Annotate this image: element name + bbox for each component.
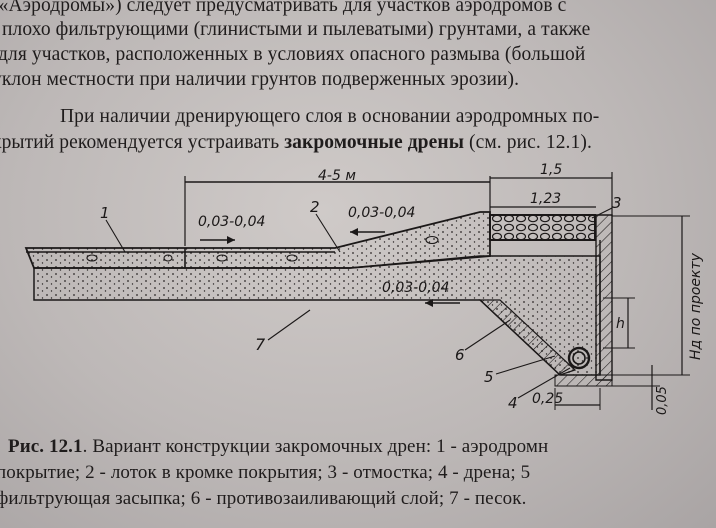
dim-width-label: 4-5 м <box>318 168 356 184</box>
h-label: h <box>616 316 625 332</box>
label-2: 2 <box>310 198 320 216</box>
text-line-3: для участков, расположенных в условиях о… <box>0 44 586 65</box>
paragraph2-bold-term: закромочные дрены <box>284 132 465 153</box>
dim-right-inner-label: 1,23 <box>530 191 561 207</box>
paragraph2-line-1: При наличии дренирующего слоя в основани… <box>60 106 600 127</box>
drain-diagram: 4-5 м 1,5 1,23 0,03-0,04 0,03-0,04 0,03-… <box>24 162 704 415</box>
drain-depth-label: 0,05 <box>655 386 670 415</box>
slope-label-2: 0,03-0,04 <box>348 205 415 221</box>
text-line-2: плохо фильтрующими (глинистыми и пылеват… <box>2 19 591 40</box>
figure-caption-line-3: фильтрующая засыпка; 6 - противозаиливаю… <box>0 488 527 509</box>
figure-caption-line-1: Рис. 12.1. Вариант конструкции закромочн… <box>8 436 548 458</box>
blind-area <box>489 214 596 241</box>
depth-label: Hд по проекту <box>688 252 704 360</box>
drain-pipe <box>567 346 591 370</box>
label-4: 4 <box>508 394 518 412</box>
figure-caption-number: Рис. 12.1 <box>8 436 83 457</box>
label-7: 7 <box>255 335 266 354</box>
drain-width-label: 0,25 <box>532 391 563 407</box>
label-3: 3 <box>612 194 622 212</box>
paragraph2-text-start: крытий рекомендуется устраивать <box>0 132 285 153</box>
label-1: 1 <box>100 204 110 222</box>
dim-right-top-label: 1,5 <box>540 162 562 178</box>
slope-label-1: 0,03-0,04 <box>198 214 265 230</box>
anti-silting-layer <box>478 299 577 376</box>
label-6: 6 <box>455 346 465 364</box>
text-line-1: («Аэродромы») следует предусматривать дл… <box>0 0 567 16</box>
slope-label-3: 0,03-0,04 <box>382 280 449 296</box>
text-line-4: уклон местности при наличии грунтов подв… <box>0 69 520 90</box>
figure-caption-text: . Вариант конструкции закромочных дрен: … <box>82 436 549 457</box>
figure-caption-line-2: покрытие; 2 - лоток в кромке покрытия; 3… <box>0 462 531 483</box>
paragraph2-line-2: крытий рекомендуется устраивать закромоч… <box>0 132 592 154</box>
label-5: 5 <box>484 368 494 386</box>
paragraph2-text-end: (см. рис. 12.1). <box>464 132 592 153</box>
